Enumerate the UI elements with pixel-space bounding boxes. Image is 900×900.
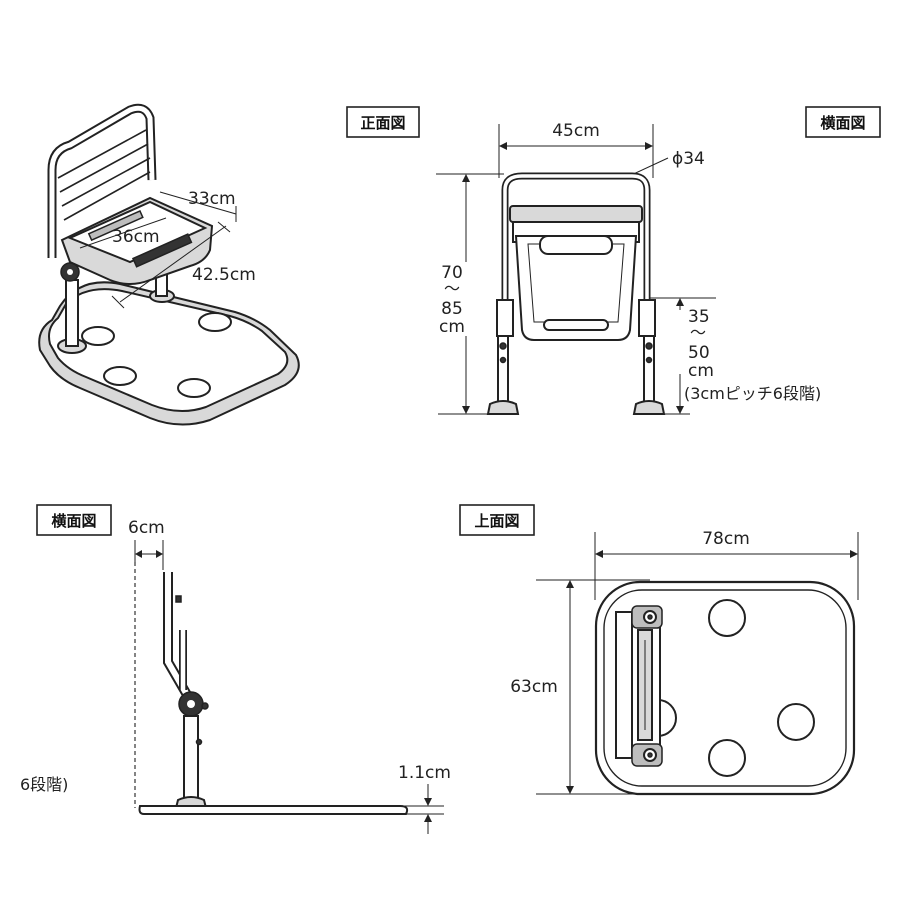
perspective-view: 33cm 36cm 42.5cm <box>38 103 300 426</box>
perspective-dim-seat-depth-text: 42.5cm <box>192 265 256 285</box>
side-leg <box>183 715 199 801</box>
top-chair-bolt-center <box>647 614 653 620</box>
perspective-backrest-frame-inner <box>49 105 155 258</box>
top-dim-depth-text: 63cm <box>510 677 558 697</box>
front-pin <box>499 356 507 364</box>
perspective-hinge-center <box>67 269 73 275</box>
side-base-plate <box>138 805 409 815</box>
front-dim-height-unit: cm <box>439 317 465 337</box>
side-view: 横面図 6cm 1.1cm 6段階) <box>20 504 451 834</box>
front-backrest-bar <box>509 205 643 223</box>
side-hinge-center <box>187 700 195 708</box>
side-view-label-bottom: 横面図 <box>51 512 96 530</box>
side-view-label-box <box>805 106 881 138</box>
perspective-dim-33-line <box>159 191 237 215</box>
seat-height-unit: cm <box>688 361 714 381</box>
side-dim-offset-ext <box>134 540 164 570</box>
perspective-dim-depth-text: 33cm <box>188 189 236 209</box>
perspective-grip <box>131 233 193 268</box>
perspective-hole <box>103 366 137 386</box>
side-dim-offset-text: 6cm <box>128 518 165 538</box>
side-dim-offset-arrow <box>135 550 163 558</box>
seat-height-tilde: ～ <box>690 323 706 342</box>
front-dim-height-tilde: ～ <box>444 279 460 298</box>
perspective-dim-seat-width-text: 36cm <box>112 227 160 247</box>
side-view-label-box-bottom <box>36 504 112 536</box>
front-dim-height-ext <box>436 173 504 415</box>
top-hole <box>777 703 815 741</box>
front-backrest-frame-inner <box>503 174 649 310</box>
front-view: 正面図 45cm ϕ34 70 ～ 85 cm <box>346 106 821 415</box>
side-view-label: 横面図 <box>820 114 865 132</box>
front-leg-right <box>638 299 656 337</box>
top-hole <box>708 739 746 777</box>
partial-note: 6段階) <box>20 775 68 794</box>
side-dim-thickness-ext <box>404 805 444 815</box>
front-seat-handle <box>539 235 613 255</box>
perspective-seat-top <box>67 200 208 264</box>
top-dim-width-ext <box>594 532 859 600</box>
perspective-leg <box>65 279 79 347</box>
perspective-dim-42-ext <box>111 221 231 309</box>
top-view-label-box <box>459 504 535 536</box>
seat-height-note: (3cmピッチ6段階) <box>684 384 821 403</box>
front-pin <box>499 342 507 350</box>
front-pin <box>645 342 653 350</box>
perspective-hole <box>198 312 232 332</box>
side-pin <box>195 738 203 746</box>
perspective-dim-36-line <box>79 217 167 249</box>
front-pin <box>645 356 653 364</box>
front-leg-left <box>496 299 514 337</box>
front-foot-left <box>486 400 520 415</box>
side-dim-thickness-text: 1.1cm <box>398 763 451 783</box>
front-seat-height-ext <box>650 297 716 415</box>
perspective-backrest-slats <box>57 129 151 221</box>
side-view-label-top: 横面図 <box>805 106 881 138</box>
perspective-dim-42-line <box>119 225 227 303</box>
side-strap <box>175 595 182 603</box>
seat-height-bottom: 50 <box>688 343 710 363</box>
top-view: 上面図 78cm 63cm <box>459 504 859 796</box>
front-view-label-box <box>346 106 420 138</box>
front-dim-width-text: 45cm <box>552 121 600 141</box>
top-chair-bolt-center <box>647 752 653 758</box>
perspective-hole <box>81 326 115 346</box>
front-dim-height-bottom: 85 <box>441 299 463 319</box>
seat-height-top: 35 <box>688 307 710 327</box>
top-hole <box>708 599 746 637</box>
top-view-label: 上面図 <box>474 512 519 530</box>
front-foot-right <box>632 400 666 415</box>
side-hinge-bolt <box>201 702 209 710</box>
perspective-hole <box>177 378 211 398</box>
front-dim-width-ext <box>498 124 654 178</box>
top-dim-width-text: 78cm <box>702 529 750 549</box>
front-seat <box>514 235 638 341</box>
front-view-label: 正面図 <box>360 114 405 132</box>
perspective-grip <box>87 209 144 242</box>
side-dim-thickness-arrowheads <box>424 798 432 822</box>
front-dim-height-top: 70 <box>441 263 463 283</box>
front-pipe-text: ϕ34 <box>672 149 705 169</box>
top-chair-frame <box>615 611 633 759</box>
front-seat-slot <box>543 319 609 331</box>
